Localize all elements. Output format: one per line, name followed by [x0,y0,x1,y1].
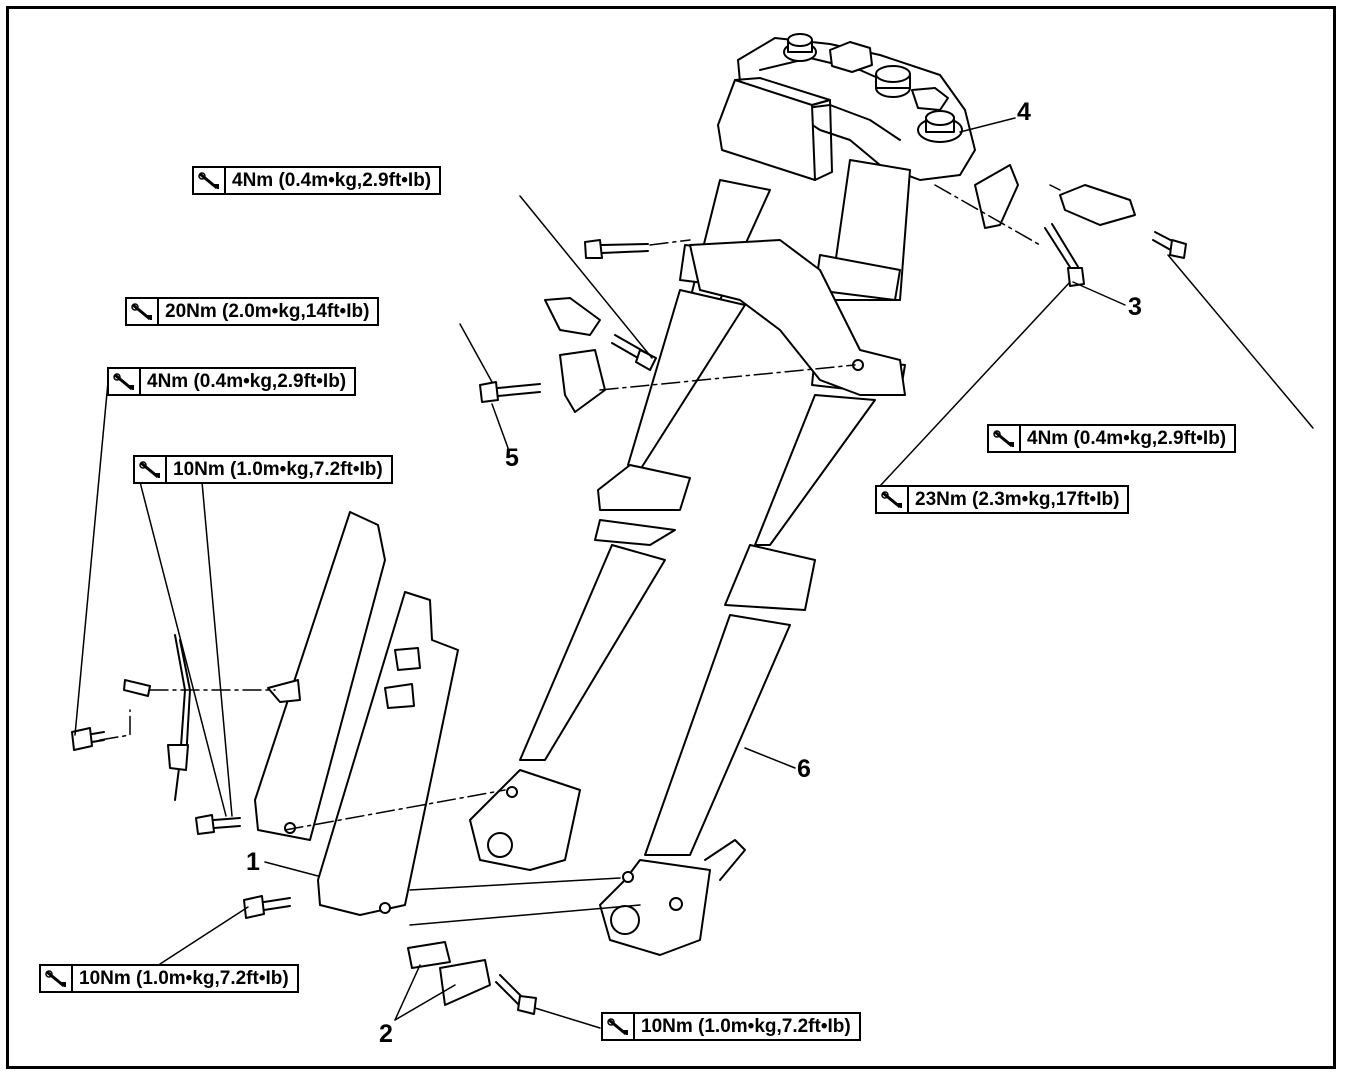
torque-wrench-icon [194,168,226,193]
callout-number: 3 [1128,293,1142,321]
torque-value: 4Nm (0.4m•kg,2.9ft•Ib) [147,370,347,392]
torque-value: 4Nm (0.4m•kg,2.9ft•Ib) [232,169,432,191]
torque-spec-label: 10Nm (1.0m•kg,7.2ft•Ib) [39,964,299,993]
torque-wrench-icon [877,487,909,512]
torque-value: 10Nm (1.0m•kg,7.2ft•Ib) [173,458,383,480]
torque-spec-label: 4Nm (0.4m•kg,2.9ft•Ib) [192,166,442,195]
bolt-icons [71,223,1187,1015]
right-side-bracket [974,164,1136,229]
connection-lines [409,877,641,926]
callout-number: 4 [1017,98,1031,126]
torque-wrench-icon [603,1014,635,1039]
torque-value: 10Nm (1.0m•kg,7.2ft•Ib) [641,1015,851,1037]
diagram-frame [6,6,1336,1069]
torque-value: 4Nm (0.4m•kg,2.9ft•Ib) [1027,427,1227,449]
torque-value: 10Nm (1.0m•kg,7.2ft•Ib) [79,967,289,989]
speedometer-cable [123,634,191,801]
cable-clamp-upper [544,297,606,413]
callout-number: 5 [505,444,519,472]
callout-number: 6 [797,755,811,783]
torque-value: 20Nm (2.0m•kg,14ft•Ib) [165,300,370,322]
torque-wrench-icon [109,369,141,394]
callout-number: 2 [379,1020,393,1048]
right-fork-leg [599,159,911,956]
torque-wrench-icon [127,299,159,324]
brake-hose-holder [407,941,491,1006]
torque-wrench-icon [41,966,73,991]
torque-spec-label: 10Nm (1.0m•kg,7.2ft•Ib) [133,455,393,484]
leader-lines [74,117,1314,1029]
fork-guard-left [254,511,386,841]
upper-bracket [737,33,976,181]
alignment-lines [99,184,1061,831]
torque-spec-label: 20Nm (2.0m•kg,14ft•Ib) [125,297,380,326]
meter-box [717,77,833,181]
torque-wrench-icon [135,457,167,482]
fork-guard-right [317,591,459,916]
torque-wrench-icon [989,426,1021,451]
torque-spec-label: 23Nm (2.3m•kg,17ft•Ib) [875,485,1130,514]
torque-spec-label: 4Nm (0.4m•kg,2.9ft•Ib) [987,424,1237,453]
torque-spec-label: 10Nm (1.0m•kg,7.2ft•Ib) [601,1012,861,1041]
torque-spec-label: 4Nm (0.4m•kg,2.9ft•Ib) [107,367,357,396]
under-bracket [689,239,906,396]
callout-number: 1 [246,848,260,876]
torque-value: 23Nm (2.3m•kg,17ft•Ib) [915,488,1120,510]
